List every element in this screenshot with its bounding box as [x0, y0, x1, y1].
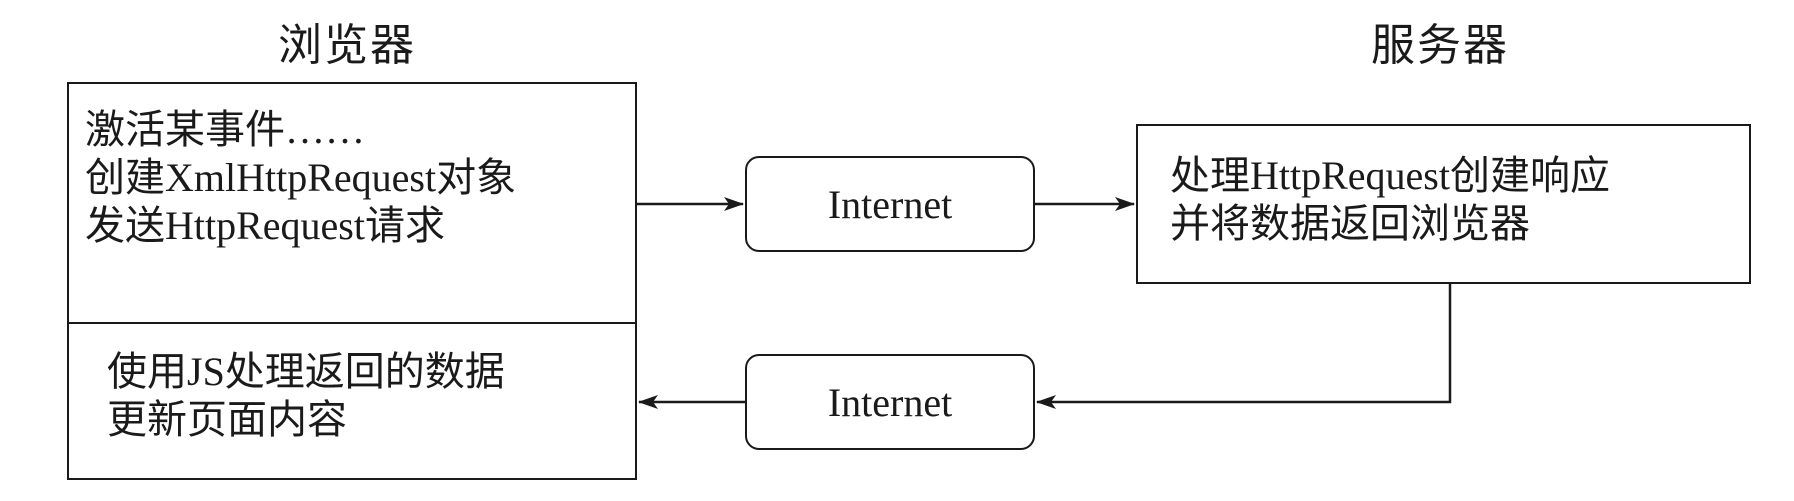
arrow-server-to-internet — [1036, 284, 1452, 409]
browser-request-line: 发送HttpRequest请求 — [85, 203, 445, 248]
browser-response-line: 更新页面内容 — [107, 397, 347, 442]
internet-request-node: Internet — [745, 156, 1035, 252]
browser-request-text: 激活某事件…… 创建XmlHttpRequest对象 发送HttpRequest… — [85, 106, 516, 250]
browser-request-line: 激活某事件…… — [85, 107, 365, 152]
browser-request-line: 创建XmlHttpRequest对象 — [85, 155, 517, 200]
browser-response-line: 使用JS处理返回的数据 — [107, 349, 505, 394]
server-heading: 服务器 — [1371, 21, 1509, 70]
browser-heading: 浏览器 — [278, 21, 416, 70]
server-processing-line: 并将数据返回浏览器 — [1170, 201, 1530, 246]
server-processing-text: 处理HttpRequest创建响应 并将数据返回浏览器 — [1170, 152, 1610, 248]
internet-response-node: Internet — [745, 354, 1035, 450]
server-processing-line: 处理HttpRequest创建响应 — [1170, 153, 1610, 198]
browser-request-box: 激活某事件…… 创建XmlHttpRequest对象 发送HttpRequest… — [67, 82, 637, 325]
browser-response-text: 使用JS处理返回的数据 更新页面内容 — [107, 348, 505, 444]
browser-response-box: 使用JS处理返回的数据 更新页面内容 — [67, 322, 637, 480]
server-processing-box: 处理HttpRequest创建响应 并将数据返回浏览器 — [1136, 124, 1751, 284]
